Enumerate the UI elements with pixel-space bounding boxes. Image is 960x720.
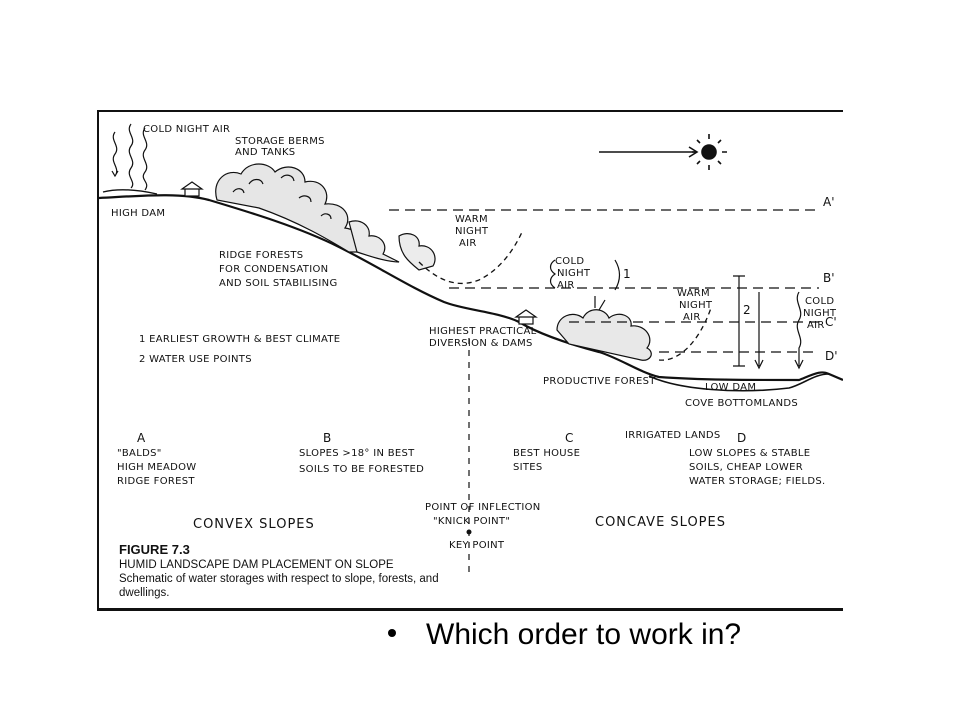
label-zone-b-2: SOILS TO BE FORESTED xyxy=(299,464,424,475)
label-storage-berms-2: AND TANKS xyxy=(235,147,295,158)
label-num-2: 2 xyxy=(743,303,751,317)
bullet-item: Which order to work in? xyxy=(388,618,741,652)
label-key-point: KEY POINT xyxy=(449,540,505,551)
label-cold-air-right-c: AIR xyxy=(807,320,825,331)
label-inflection-1: POINT OF INFLECTION xyxy=(425,502,541,513)
label-warm-air-2a: WARM xyxy=(677,288,710,299)
label-warm-air-2b: NIGHT xyxy=(679,300,713,311)
warm-air-curve-1 xyxy=(418,229,524,284)
label-highest-practical-2: DIVERSION & DAMS xyxy=(429,338,533,349)
label-cold-air-mid-b: NIGHT xyxy=(557,268,591,279)
label-cove-bottomlands: COVE BOTTOMLANDS xyxy=(685,398,798,409)
label-productive-forest: PRODUCTIVE FOREST xyxy=(543,376,656,387)
label-line-d: D' xyxy=(825,349,838,363)
label-concave-slopes: CONCAVE SLOPES xyxy=(595,515,726,530)
label-ridge-forests-2: FOR CONDENSATION xyxy=(219,264,328,275)
label-zone-c-2: SITES xyxy=(513,462,543,473)
label-warm-air-1b: NIGHT xyxy=(455,226,489,237)
label-zone-d-3: WATER STORAGE; FIELDS. xyxy=(689,476,826,487)
label-zone-d-1: LOW SLOPES & STABLE xyxy=(689,448,810,459)
label-cold-night-air-top: COLD NIGHT AIR xyxy=(143,124,230,135)
label-zone-a-3: RIDGE FOREST xyxy=(117,476,195,487)
label-zone-a: A xyxy=(137,431,146,445)
label-legend-1: 1 EARLIEST GROWTH & BEST CLIMATE xyxy=(139,334,340,345)
label-cold-air-mid-a: COLD xyxy=(555,256,584,267)
cold-air-arrows-top xyxy=(111,123,148,191)
label-zone-b: B xyxy=(323,431,331,445)
caption-title: FIGURE 7.3 xyxy=(119,542,190,557)
caption-subtitle: HUMID LANDSCAPE DAM PLACEMENT ON SLOPE xyxy=(119,559,394,571)
label-storage-berms-1: STORAGE BERMS xyxy=(235,136,325,147)
label-warm-air-1a: WARM xyxy=(455,214,488,225)
label-line-c: C' xyxy=(825,315,837,329)
label-warm-air-1c: AIR xyxy=(459,238,477,249)
label-line-a: A' xyxy=(823,195,835,209)
label-inflection-2: "KNICK POINT" xyxy=(433,516,510,527)
figure-7-3: COLD NIGHT AIR STORAGE BERMS AND TANKS H… xyxy=(97,110,843,611)
label-zone-a-1: "BALDS" xyxy=(117,448,162,459)
label-cold-air-right-b: NIGHT xyxy=(803,308,837,319)
brackets xyxy=(549,259,804,370)
bullet-text: Which order to work in? xyxy=(426,618,742,651)
hut-high xyxy=(180,181,204,197)
ground-profile xyxy=(99,194,843,382)
label-line-b: B' xyxy=(823,271,835,285)
label-zone-c-1: BEST HOUSE xyxy=(513,448,580,459)
label-zone-a-2: HIGH MEADOW xyxy=(117,462,196,473)
label-warm-air-2c: AIR xyxy=(683,312,701,323)
label-high-dam: HIGH DAM xyxy=(111,208,165,219)
slope-diagram: COLD NIGHT AIR STORAGE BERMS AND TANKS H… xyxy=(99,123,843,599)
label-legend-2: 2 WATER USE POINTS xyxy=(139,354,252,365)
sun-icon xyxy=(599,134,727,170)
hut-mid xyxy=(514,309,538,325)
lower-forest xyxy=(556,296,652,361)
label-ridge-forests-3: AND SOIL STABILISING xyxy=(219,278,338,289)
caption-line-2: dwellings. xyxy=(119,587,170,599)
high-dam-water xyxy=(102,189,158,195)
label-zone-d-2: SOILS, CHEAP LOWER xyxy=(689,462,803,473)
label-zone-b-1: SLOPES >18° IN BEST xyxy=(299,448,415,459)
label-low-dam: LOW DAM xyxy=(705,382,756,393)
label-cold-air-right-a: COLD xyxy=(805,296,834,307)
bullet-dot xyxy=(388,629,396,638)
label-zone-c: C xyxy=(565,431,573,445)
ridge-forest xyxy=(215,163,436,271)
low-dam-basin xyxy=(648,373,830,392)
label-highest-practical-1: HIGHEST PRACTICAL xyxy=(429,326,537,337)
label-irrigated-lands: IRRIGATED LANDS xyxy=(625,430,721,441)
label-ridge-forests-1: RIDGE FORESTS xyxy=(219,250,303,261)
label-zone-d: D xyxy=(737,431,746,445)
key-point-dot xyxy=(466,529,472,535)
label-convex-slopes: CONVEX SLOPES xyxy=(193,517,315,532)
caption-line-1: Schematic of water storages with respect… xyxy=(119,573,439,585)
label-num-1: 1 xyxy=(623,267,631,281)
label-cold-air-mid-c: AIR xyxy=(557,280,575,291)
